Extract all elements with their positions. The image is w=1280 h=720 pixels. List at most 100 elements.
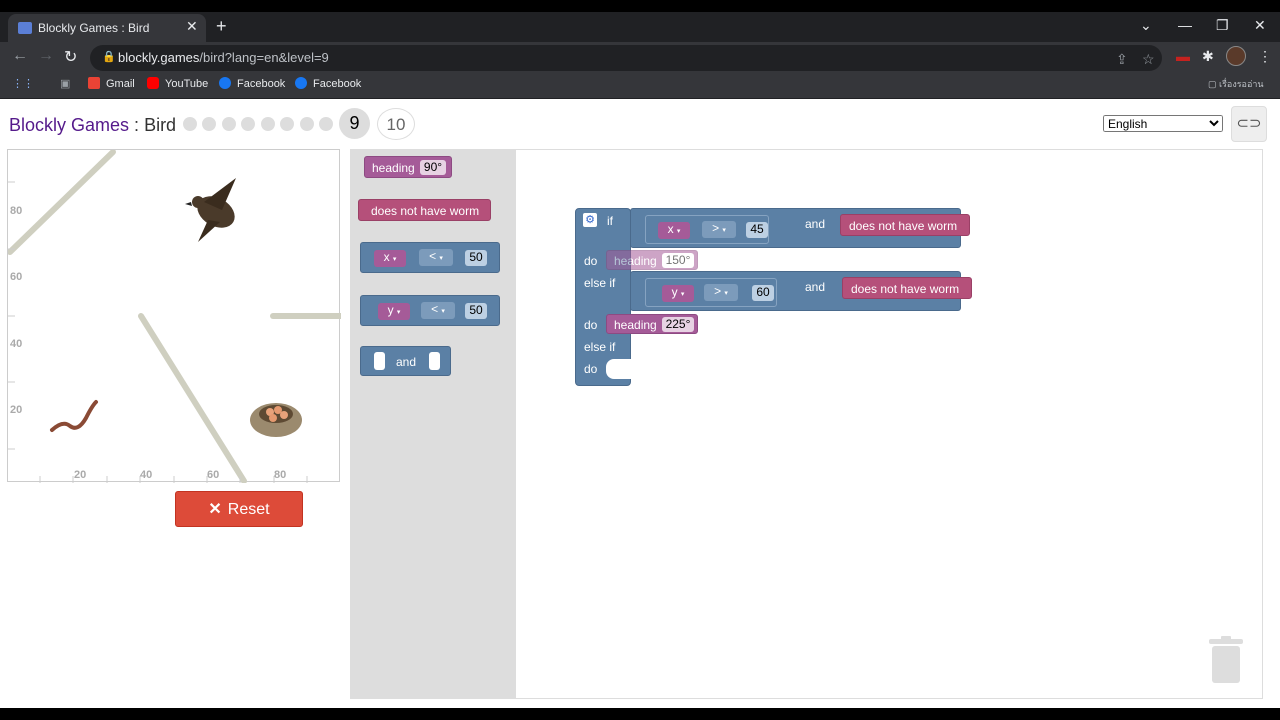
- worm-block-1[interactable]: does not have worm: [840, 214, 970, 236]
- mutator-gear-icon[interactable]: ⚙: [583, 213, 597, 227]
- page-title: Blockly Games : Bird: [9, 115, 177, 135]
- blockly-games-link[interactable]: Blockly Games: [9, 115, 130, 135]
- and-block-1[interactable]: x ▾ > ▾ 45 and does not have worm: [630, 208, 970, 248]
- maximize-icon[interactable]: ❐: [1216, 17, 1229, 33]
- blockly-workspace[interactable]: ⚙ if do else if do else if do x ▾ > ▾ 45…: [516, 149, 1263, 699]
- value-60-field[interactable]: 60: [752, 285, 774, 301]
- reload-icon[interactable]: ↻: [64, 49, 78, 66]
- bird-icon: [185, 178, 236, 242]
- level-7-dot[interactable]: [300, 117, 314, 131]
- close-window-icon[interactable]: ✕: [1254, 17, 1266, 33]
- tab-blockly-bird[interactable]: Blockly Games : Bird ✕: [8, 14, 206, 42]
- language-select[interactable]: English: [1103, 115, 1223, 132]
- heading-225-block[interactable]: heading 225°: [606, 314, 698, 334]
- toolbox-heading-block[interactable]: heading 90°: [364, 156, 452, 178]
- facebook-icon: [219, 77, 231, 89]
- else-if-label: else if: [584, 340, 616, 354]
- value-50-field[interactable]: 50: [465, 303, 487, 319]
- reset-button[interactable]: ✕Reset: [175, 491, 303, 527]
- nest-icon: [250, 403, 302, 437]
- value-45-field[interactable]: 45: [746, 222, 768, 238]
- level-5-dot[interactable]: [261, 117, 275, 131]
- else-if-label: else if: [584, 276, 616, 290]
- var-y-dropdown[interactable]: y ▾: [378, 303, 410, 320]
- favicon-icon: [18, 22, 32, 34]
- op-gt-dropdown[interactable]: > ▾: [704, 284, 738, 301]
- toolbox-flyout: heading 90° does not have worm x ▾ < ▾ 5…: [350, 149, 516, 699]
- reading-list[interactable]: ▢ เรื่องรออ่าน: [1208, 79, 1264, 89]
- minimize-icon[interactable]: —: [1178, 17, 1192, 33]
- maze-walls: [8, 150, 341, 483]
- level-6-dot[interactable]: [280, 117, 294, 131]
- level-8-dot[interactable]: [319, 117, 333, 131]
- level-1-dot[interactable]: [183, 117, 197, 131]
- bookmarks-bar: ⋮⋮ ▣ Gmail YouTube Facebook Facebook ▢ เ…: [0, 72, 1280, 98]
- do-label: do: [584, 254, 598, 268]
- bookmark-facebook-2[interactable]: Facebook: [295, 77, 361, 90]
- value-50-field[interactable]: 50: [465, 250, 487, 266]
- heading-225-field[interactable]: 225°: [662, 317, 694, 332]
- compare-y-block[interactable]: y ▾ > ▾ 60: [645, 278, 777, 307]
- y-tick-label: 80: [10, 205, 23, 217]
- heading-150-block[interactable]: heading 150°: [606, 250, 698, 270]
- and-label: and: [805, 280, 826, 294]
- if-label: if: [607, 214, 613, 228]
- apps-grid-icon[interactable]: ⋮⋮: [12, 78, 34, 90]
- letterbox-bottom: [0, 708, 1280, 720]
- heading-150-field[interactable]: 150°: [662, 253, 694, 268]
- tab-search-icon[interactable]: ⌄: [1140, 17, 1152, 33]
- x-tick-label: 60: [207, 469, 220, 481]
- level-9-current[interactable]: 9: [339, 108, 370, 139]
- gmail-icon: [88, 77, 100, 89]
- toolbox-and-block[interactable]: and: [360, 346, 451, 376]
- level-10-link[interactable]: 10: [377, 108, 415, 140]
- profile-avatar[interactable]: [1226, 46, 1246, 66]
- heading-angle-field[interactable]: 90°: [420, 160, 446, 175]
- toolbox-worm-block[interactable]: does not have worm: [358, 199, 491, 221]
- level-4-dot[interactable]: [241, 117, 255, 131]
- back-icon[interactable]: ←: [12, 47, 28, 64]
- and-input-right-slot: [429, 352, 440, 370]
- menu-kebab-icon[interactable]: ⋮: [1258, 48, 1272, 64]
- forward-icon[interactable]: →: [38, 47, 54, 64]
- trash-can-icon[interactable]: [1209, 636, 1243, 684]
- compare-x-block[interactable]: x ▾ > ▾ 45: [645, 215, 769, 244]
- and-label: and: [805, 217, 826, 231]
- do-label: do: [584, 318, 598, 332]
- extension-red-icon[interactable]: ▬: [1176, 48, 1190, 64]
- close-tab-icon[interactable]: ✕: [186, 18, 198, 34]
- lock-icon: 🔒: [102, 51, 116, 63]
- bookmark-youtube[interactable]: YouTube: [147, 77, 208, 90]
- var-x-dropdown[interactable]: x ▾: [658, 222, 690, 239]
- op-lt-dropdown[interactable]: < ▾: [421, 302, 455, 319]
- browser-toolbar: ← → ↻ 🔒 blockly.games/bird?lang=en&level…: [0, 42, 1280, 72]
- if-elseif-block[interactable]: ⚙ if do else if do else if do: [575, 208, 632, 386]
- link-chain-icon[interactable]: ⊂⊃: [1231, 106, 1267, 142]
- op-gt-dropdown[interactable]: > ▾: [702, 221, 736, 238]
- do-label: do: [584, 362, 598, 376]
- and-block-2[interactable]: y ▾ > ▾ 60 and does not have worm: [630, 271, 972, 311]
- wall-top-left: [8, 150, 116, 255]
- worm-block-2[interactable]: does not have worm: [842, 277, 972, 299]
- bookmark-facebook-1[interactable]: Facebook: [219, 77, 285, 90]
- toolbox-compare-y-block[interactable]: y ▾ < ▾ 50: [360, 295, 500, 326]
- level-2-dot[interactable]: [202, 117, 216, 131]
- share-icon[interactable]: ⇪: [1116, 51, 1128, 67]
- bookmark-star-icon[interactable]: ☆: [1142, 51, 1155, 67]
- address-bar[interactable]: 🔒 blockly.games/bird?lang=en&level=9 ⇪ ☆: [90, 45, 1162, 71]
- op-lt-dropdown[interactable]: < ▾: [419, 249, 453, 266]
- toolbox-compare-x-block[interactable]: x ▾ < ▾ 50: [360, 242, 500, 273]
- bookmark-gmail[interactable]: Gmail: [88, 77, 135, 90]
- var-x-dropdown[interactable]: x ▾: [374, 250, 406, 267]
- url-text: blockly.games/bird?lang=en&level=9: [118, 50, 329, 65]
- new-tab-icon[interactable]: +: [216, 16, 227, 36]
- and-input-left-slot: [374, 352, 385, 370]
- facebook-icon: [295, 77, 307, 89]
- game-name: Bird: [144, 115, 177, 135]
- bookmark-folder-icon[interactable]: ▣: [60, 78, 71, 90]
- y-tick-label: 20: [10, 404, 23, 416]
- var-y-dropdown[interactable]: y ▾: [662, 285, 694, 302]
- y-tick-label: 60: [10, 271, 23, 283]
- extensions-puzzle-icon[interactable]: ✱: [1202, 48, 1214, 64]
- level-3-dot[interactable]: [222, 117, 236, 131]
